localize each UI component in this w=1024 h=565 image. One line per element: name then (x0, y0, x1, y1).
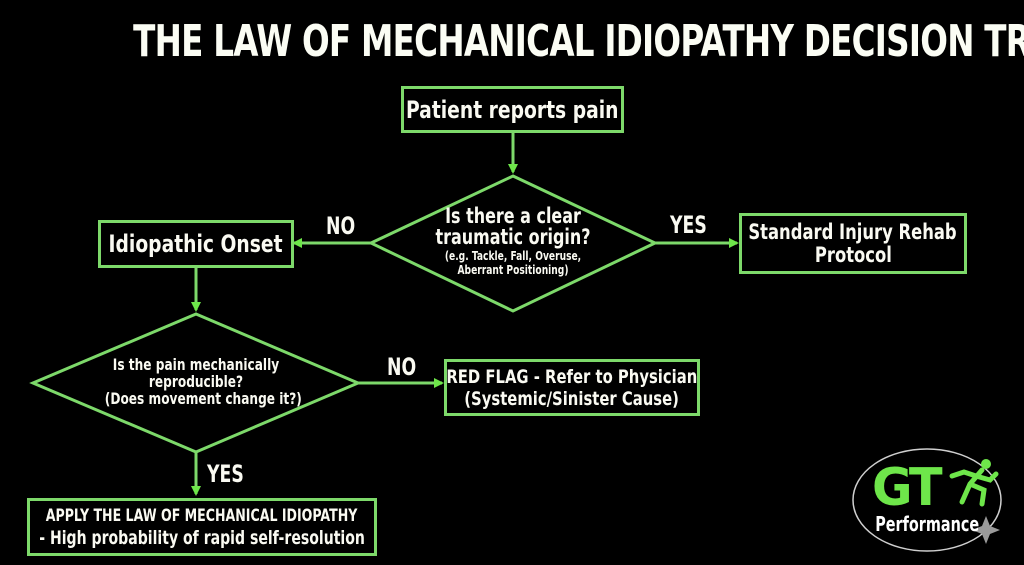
logo-performance-text: Performance (850, 512, 1004, 536)
decision1-question-line2: traumatic origin? (435, 225, 591, 249)
running-man-icon (949, 459, 999, 507)
edge-label-no-2: NO (387, 353, 417, 381)
node-standard-injury-rehab: Standard Injury Rehab Protocol (739, 213, 967, 274)
node-text-line2: (Systemic/Sinister Cause) (464, 387, 680, 410)
node-patient-reports-pain: Patient reports pain (401, 86, 624, 133)
node-text-line1: APPLY THE LAW OF MECHANICAL IDIOPATHY (46, 505, 358, 526)
node-red-flag: RED FLAG - Refer to Physician (Systemic/… (444, 359, 700, 416)
diagram-title: THE LAW OF MECHANICAL IDIOPATHY DECISION… (133, 16, 1024, 67)
edge-label-yes-2: YES (207, 460, 244, 488)
decision2-note: (Does movement change it?) (104, 389, 302, 408)
node-text-line2: - High probability of rapid self-resolut… (39, 526, 365, 549)
edge-label-yes-1: YES (670, 211, 707, 239)
node-idiopathic-onset: Idiopathic Onset (98, 220, 294, 268)
logo-name: Performance (875, 512, 979, 536)
gt-performance-logo: GT Performance (850, 446, 1004, 554)
node-text: Idiopathic Onset (108, 230, 284, 258)
star-icon (972, 516, 1000, 544)
node-text-line2: Protocol (814, 242, 892, 267)
decision2-question-line1: Is the pain mechanically (112, 355, 280, 374)
decision1-text: Is there a clear traumatic origin? (e.g.… (393, 204, 633, 278)
node-apply-law: APPLY THE LAW OF MECHANICAL IDIOPATHY - … (27, 498, 377, 556)
node-text: Patient reports pain (406, 95, 619, 124)
decision1-question-line1: Is there a clear (445, 204, 581, 228)
node-text-line1: RED FLAG - Refer to Physician (446, 365, 698, 388)
decision1-diamond (367, 174, 659, 313)
node-text-line1: Standard Injury Rehab (748, 219, 958, 244)
decision1-note-line2: Aberrant Positioning) (457, 263, 569, 277)
decision2-question-line2: reproducible? (148, 372, 244, 391)
edge-label-no-1: NO (326, 212, 356, 240)
decision2-text: Is the pain mechanically reproducible? (… (76, 356, 316, 407)
decision1-note-line1: (e.g. Tackle, Fall, Overuse, (444, 249, 582, 263)
logo-gt-mark: GT (872, 458, 943, 518)
